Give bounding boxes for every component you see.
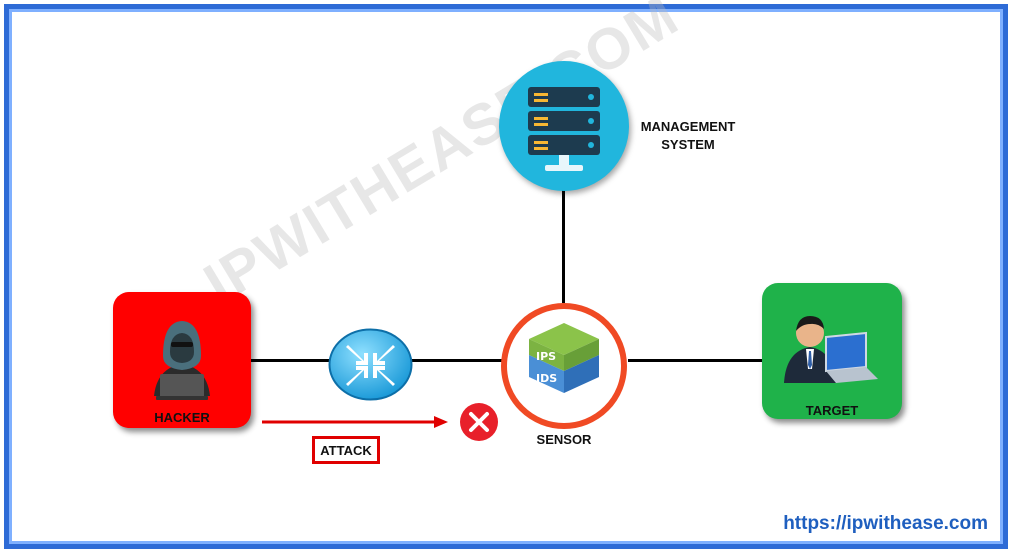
ips-ids-cube-icon: IPS IDS xyxy=(529,323,599,393)
cube-ids-text: IDS xyxy=(536,372,557,385)
management-label-line2: SYSTEM xyxy=(661,137,715,152)
sensor-node: IPS IDS xyxy=(499,301,629,431)
cube-ips-text: IPS xyxy=(536,350,556,363)
hacker-node: HACKER xyxy=(113,292,251,428)
attack-label: ATTACK xyxy=(312,436,380,464)
server-rack-icon xyxy=(528,87,600,171)
target-node: TARGET xyxy=(762,283,902,419)
footer-url[interactable]: https://ipwithease.com xyxy=(783,513,988,534)
hacker-label: HACKER xyxy=(154,410,210,425)
wire-router-sensor xyxy=(410,359,502,362)
blocked-x-icon xyxy=(460,403,498,441)
wire-hacker-router xyxy=(251,359,331,362)
businessman-laptop-icon xyxy=(784,316,878,383)
wire-sensor-target xyxy=(628,359,764,362)
router-arrows-icon xyxy=(328,328,413,401)
wire-management-sensor xyxy=(562,190,565,303)
attack-arrow xyxy=(262,416,448,428)
target-label: TARGET xyxy=(805,403,859,418)
sensor-label: SENSOR xyxy=(536,432,592,447)
management-label-line1: MANAGEMENT xyxy=(640,119,736,134)
management-node xyxy=(499,61,629,191)
hooded-hacker-icon xyxy=(154,321,210,400)
